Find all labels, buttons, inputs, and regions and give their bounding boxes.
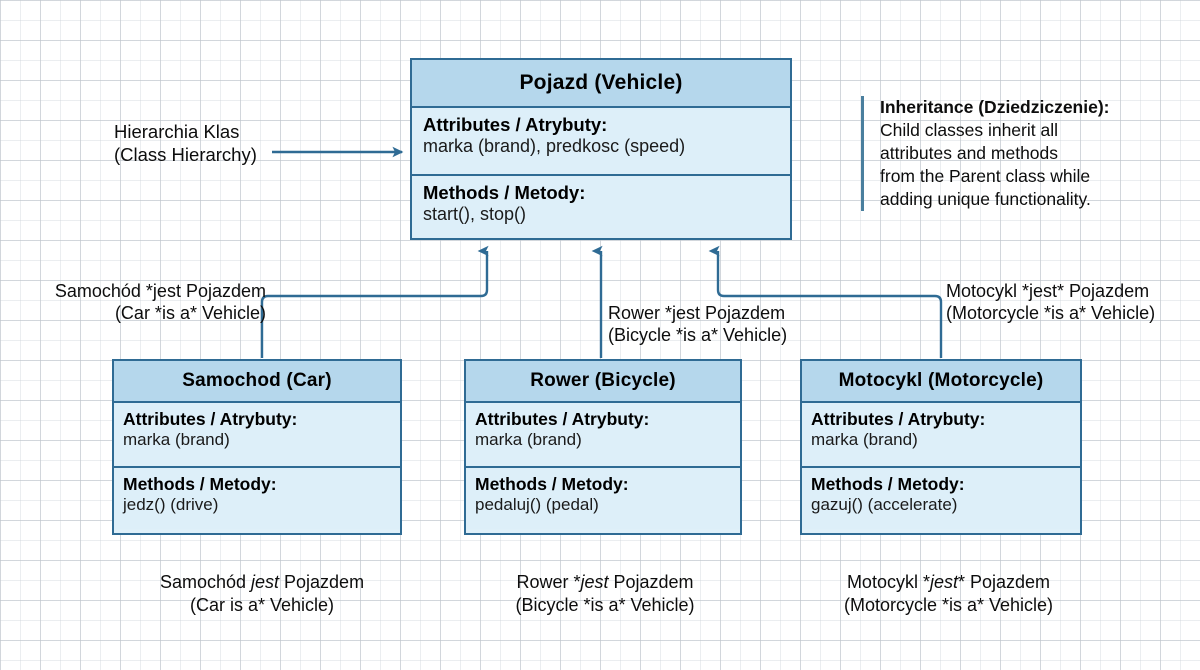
- caption-text-post: * Pojazdem: [957, 572, 1051, 592]
- caption-bicycle-line2: (Bicycle *is a* Vehicle): [515, 594, 695, 615]
- note-title: Inheritance (Dziedziczenie):: [880, 97, 1110, 117]
- attributes-heading: Attributes / Atrybuty:: [123, 409, 298, 429]
- caption-bicycle-line1: Rower *jest Pojazdem: [470, 571, 740, 594]
- caption-text-post: Pojazdem: [279, 572, 365, 592]
- class-methods-vehicle: Methods / Metody: start(), stop(): [412, 174, 790, 238]
- caption-motorcycle: Motocykl *jest* Pojazdem (Motorcycle *is…: [806, 571, 1091, 616]
- class-box-bicycle[interactable]: Rower (Bicycle) Attributes / Atrybuty: m…: [464, 359, 742, 535]
- caption-text-emphasis: jest: [929, 572, 958, 592]
- attributes-heading: Attributes / Atrybuty:: [811, 409, 986, 429]
- label-class-hierarchy: Hierarchia Klas (Class Hierarchy): [114, 121, 257, 165]
- caption-car-line1: Samochód jest Pojazdem: [112, 571, 412, 594]
- caption-text-post: Pojazdem: [608, 572, 694, 592]
- caption-car-line2: (Car is a* Vehicle): [189, 594, 335, 615]
- caption-motorcycle-line1: Motocykl *jest* Pojazdem: [806, 571, 1091, 594]
- class-attributes-vehicle: Attributes / Atrybuty: marka (brand), pr…: [412, 108, 790, 174]
- class-title-vehicle: Pojazd (Vehicle): [412, 60, 790, 108]
- class-methods-motorcycle: Methods / Metody: gazuj() (accelerate): [802, 466, 1080, 529]
- note-body: Child classes inherit all attributes and…: [880, 120, 1091, 210]
- attributes-list: marka (brand): [475, 430, 582, 449]
- caption-motorcycle-line2: (Motorcycle *is a* Vehicle): [843, 594, 1054, 615]
- class-attributes-motorcycle: Attributes / Atrybuty: marka (brand): [802, 403, 1080, 466]
- caption-car: Samochód jest Pojazdem (Car is a* Vehicl…: [112, 571, 412, 616]
- caption-text-pre: Rower *: [516, 572, 581, 592]
- connector-car-to-vehicle: [260, 245, 489, 358]
- class-box-motorcycle[interactable]: Motocykl (Motorcycle) Attributes / Atryb…: [800, 359, 1082, 535]
- attributes-list: marka (brand), predkosc (speed): [423, 136, 686, 156]
- methods-heading: Methods / Metody:: [123, 474, 277, 494]
- edge-label-car-is-a-vehicle: Samochód *jest Pojazdem (Car *is a* Vehi…: [54, 281, 266, 323]
- methods-heading: Methods / Metody:: [475, 474, 629, 494]
- class-box-car[interactable]: Samochod (Car) Attributes / Atrybuty: ma…: [112, 359, 402, 535]
- caption-text-emphasis: jest: [251, 572, 280, 592]
- methods-heading: Methods / Metody:: [423, 182, 586, 203]
- class-box-vehicle[interactable]: Pojazd (Vehicle) Attributes / Atrybuty: …: [410, 58, 792, 240]
- class-attributes-bicycle: Attributes / Atrybuty: marka (brand): [466, 403, 740, 466]
- caption-bicycle: Rower *jest Pojazdem (Bicycle *is a* Veh…: [470, 571, 740, 616]
- methods-list: start(), stop(): [423, 204, 527, 224]
- attributes-list: marka (brand): [123, 430, 230, 449]
- class-title-bicycle: Rower (Bicycle): [466, 361, 740, 403]
- class-title-motorcycle: Motocykl (Motorcycle): [802, 361, 1080, 403]
- edge-label-bicycle-is-a-vehicle: Rower *jest Pojazdem (Bicycle *is a* Veh…: [608, 303, 788, 345]
- class-attributes-car: Attributes / Atrybuty: marka (brand): [114, 403, 400, 466]
- attributes-heading: Attributes / Atrybuty:: [423, 114, 608, 135]
- edge-label-motorcycle-is-a-vehicle: Motocykl *jest* Pojazdem (Motorcycle *is…: [946, 281, 1156, 323]
- methods-list: jedz() (drive): [123, 495, 219, 514]
- class-methods-bicycle: Methods / Metody: pedaluj() (pedal): [466, 466, 740, 529]
- methods-list: gazuj() (accelerate): [811, 495, 958, 514]
- caption-text-pre: Motocykl *: [846, 572, 930, 592]
- caption-text-emphasis: jest: [580, 572, 609, 592]
- methods-heading: Methods / Metody:: [811, 474, 965, 494]
- class-methods-car: Methods / Metody: jedz() (drive): [114, 466, 400, 529]
- methods-list: pedaluj() (pedal): [475, 495, 599, 514]
- note-inheritance: Inheritance (Dziedziczenie): Child class…: [861, 96, 1190, 212]
- attributes-heading: Attributes / Atrybuty:: [475, 409, 650, 429]
- caption-text-pre: Samochód: [159, 572, 251, 592]
- class-title-car: Samochod (Car): [114, 361, 400, 403]
- attributes-list: marka (brand): [811, 430, 918, 449]
